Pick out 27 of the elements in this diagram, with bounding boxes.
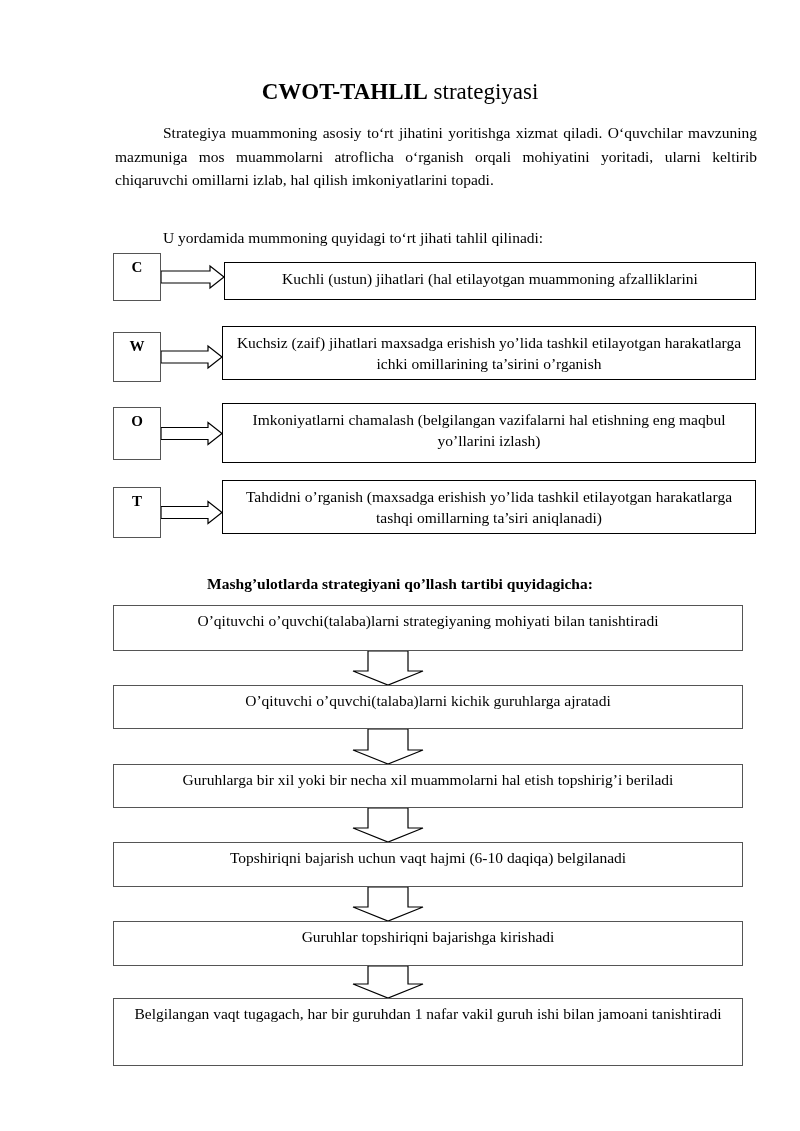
- step-box: Guruhlar topshiriqni bajarishga kirishadi: [113, 921, 743, 966]
- title: CWOT-TAHLIL strategiyasi: [260, 78, 540, 106]
- block-arrow: [352, 807, 424, 843]
- block-arrow: [160, 264, 225, 290]
- step-box: Guruhlarga bir xil yoki bir necha xil muammolarni hal etish topshirig’i beriladi: [113, 764, 743, 808]
- paragraph: U yordamida mummoning quyidagi to‘rt jihati tahlil qilinadi:: [163, 228, 545, 248]
- section-heading: Mashg’ulotlarda strategiyani qo’llash tartibi quyidagicha:: [206, 574, 594, 594]
- block-arrow: [160, 421, 223, 446]
- description-box: Tahdidni o’rganish (maxsadga erishish yo’lida tashkil etilayotgan harakatlarga tashqi omillarning ta’siri aniqlanadi): [222, 480, 756, 534]
- description-box: Imkoniyatlarni chamalash (belgilangan vazifalarni hal etishning eng maqbul yo’llarini izlash): [222, 403, 756, 463]
- description-box: Kuchsiz (zaif) jihatlari maxsadga erishish yo’lida tashkil etilayotgan harakatlarga ichki omillarining ta’sirini o’rganish: [222, 326, 756, 380]
- block-arrow: [352, 965, 424, 999]
- step-box: Topshiriqni bajarish uchun vaqt hajmi (6-10 daqiqa) belgilanadi: [113, 842, 743, 887]
- block-arrow: [160, 344, 223, 370]
- letter-box: W: [113, 332, 161, 382]
- letter-box: T: [113, 487, 161, 538]
- paragraph: Strategiya muammoning asosiy to‘rt jihatini yoritishga xizmat qiladi. O‘quvchilar mavzuning mazmuniga mos muammolarni atroflicha o‘rganish orqali mohiyatini yoritadi, ularni keltirib chiqaruvchi omillarni izlab, hal qilish imkoniyatlarini topadi.: [115, 123, 757, 190]
- step-box: O’qituvchi o’quvchi(talaba)larni strategiyaning mohiyati bilan tanishtiradi: [113, 605, 743, 651]
- block-arrow: [352, 728, 424, 765]
- block-arrow: [352, 886, 424, 922]
- block-arrow: [160, 500, 223, 525]
- letter-box: O: [113, 407, 161, 460]
- step-box: Belgilangan vaqt tugagach, har bir guruhdan 1 nafar vakil guruh ishi bilan jamoani tanishtiradi: [113, 998, 743, 1066]
- letter-box: C: [113, 253, 161, 301]
- description-box: Kuchli (ustun) jihatlari (hal etilayotgan muammoning afzalliklarini: [224, 262, 756, 300]
- step-box: O’qituvchi o’quvchi(talaba)larni kichik guruhlarga ajratadi: [113, 685, 743, 729]
- block-arrow: [352, 650, 424, 686]
